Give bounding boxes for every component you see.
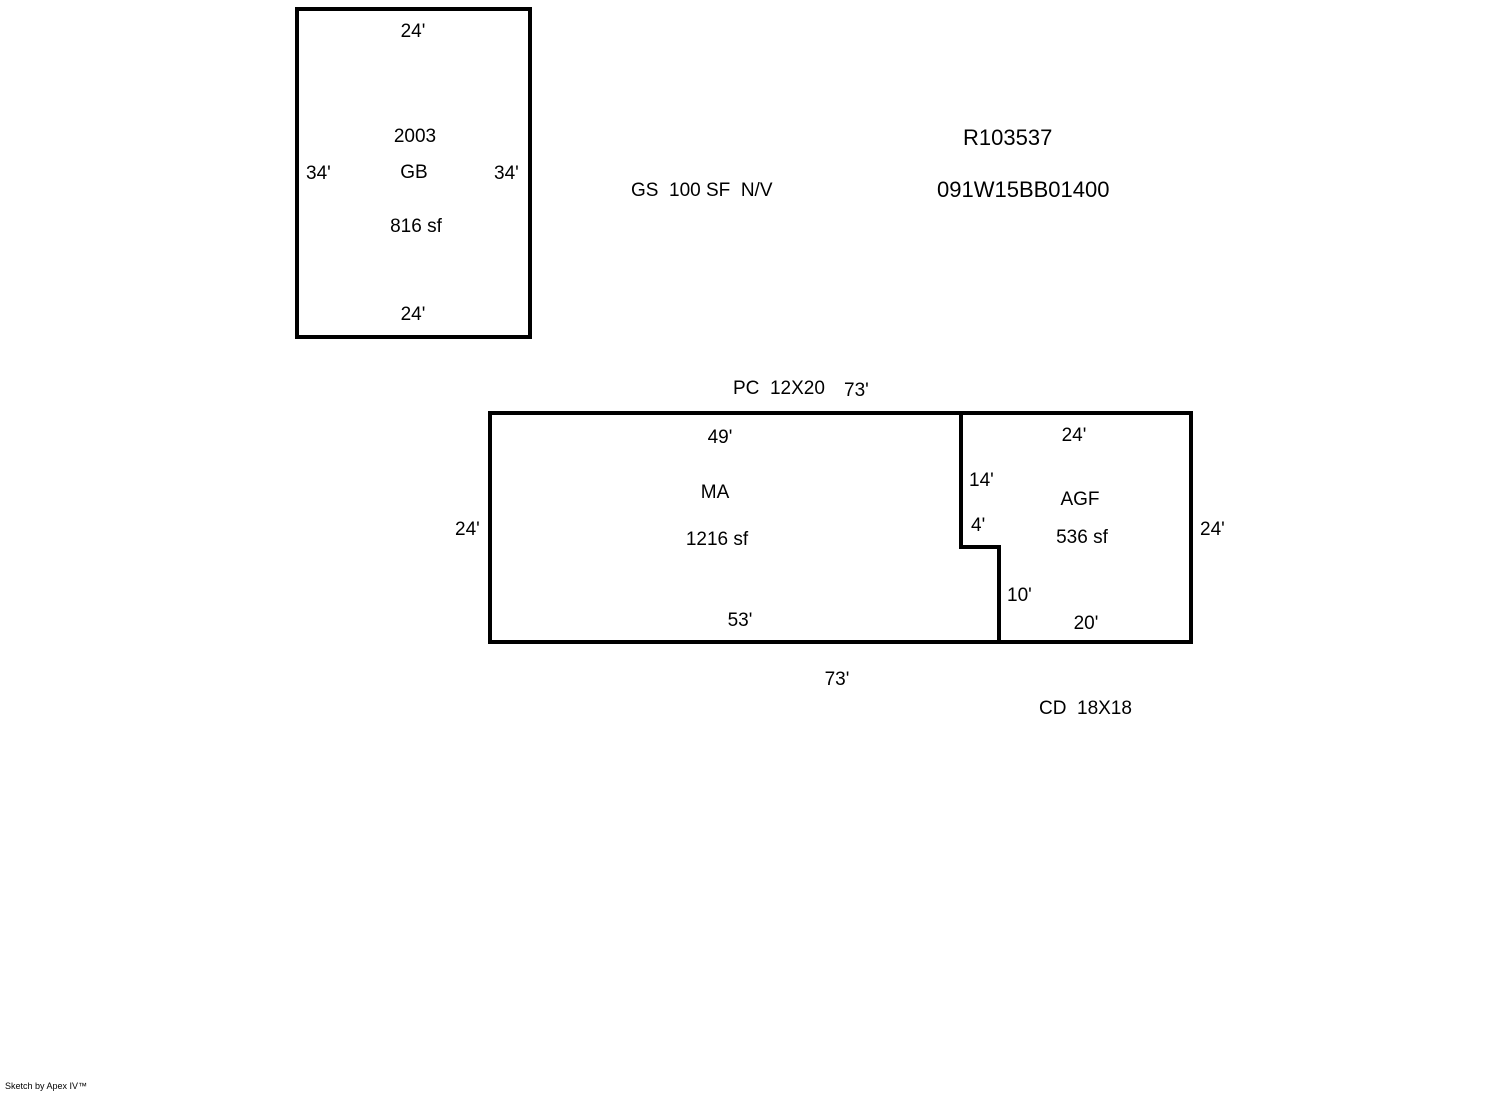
deck-annotation: CD 18X18 bbox=[1039, 698, 1132, 719]
main-bottom-dimension: 53' bbox=[727, 610, 753, 631]
parcel-id: 091W15BB01400 bbox=[937, 177, 1110, 202]
porch-annotation: PC 12X20 bbox=[733, 378, 825, 399]
agf-notch-dimension: 4' bbox=[971, 515, 986, 536]
main-top-dimension: 49' bbox=[707, 427, 733, 448]
garage-bottom-dimension: 24' bbox=[400, 304, 426, 325]
garage-year: 2003 bbox=[393, 126, 437, 147]
garage-right-dimension: 34' bbox=[494, 163, 519, 184]
garage-code: GB bbox=[400, 162, 428, 183]
house-top-dimension: 73' bbox=[844, 380, 869, 401]
house-bottom-dimension: 73' bbox=[824, 669, 850, 690]
agf-code: AGF bbox=[1060, 489, 1100, 510]
account-id: R103537 bbox=[963, 125, 1053, 150]
agf-top-dimension: 24' bbox=[1061, 425, 1087, 446]
agf-upper-left-dimension: 14' bbox=[969, 470, 994, 491]
garage-top-dimension: 24' bbox=[400, 21, 426, 42]
house-right-dimension: 24' bbox=[1200, 519, 1225, 540]
garage-outline bbox=[295, 7, 532, 339]
sketch-credit: Sketch by Apex IV™ bbox=[5, 1081, 88, 1091]
shed-annotation: GS 100 SF N/V bbox=[631, 180, 773, 201]
garage-area: 816 sf bbox=[390, 216, 442, 237]
main-area: 1216 sf bbox=[685, 529, 749, 550]
agf-lower-left-dimension: 10' bbox=[1007, 585, 1032, 606]
garage-left-dimension: 34' bbox=[306, 163, 331, 184]
house-left-dimension: 24' bbox=[455, 519, 480, 540]
main-code: MA bbox=[700, 482, 730, 503]
agf-area: 536 sf bbox=[1056, 527, 1108, 548]
agf-bottom-dimension: 20' bbox=[1073, 613, 1099, 634]
